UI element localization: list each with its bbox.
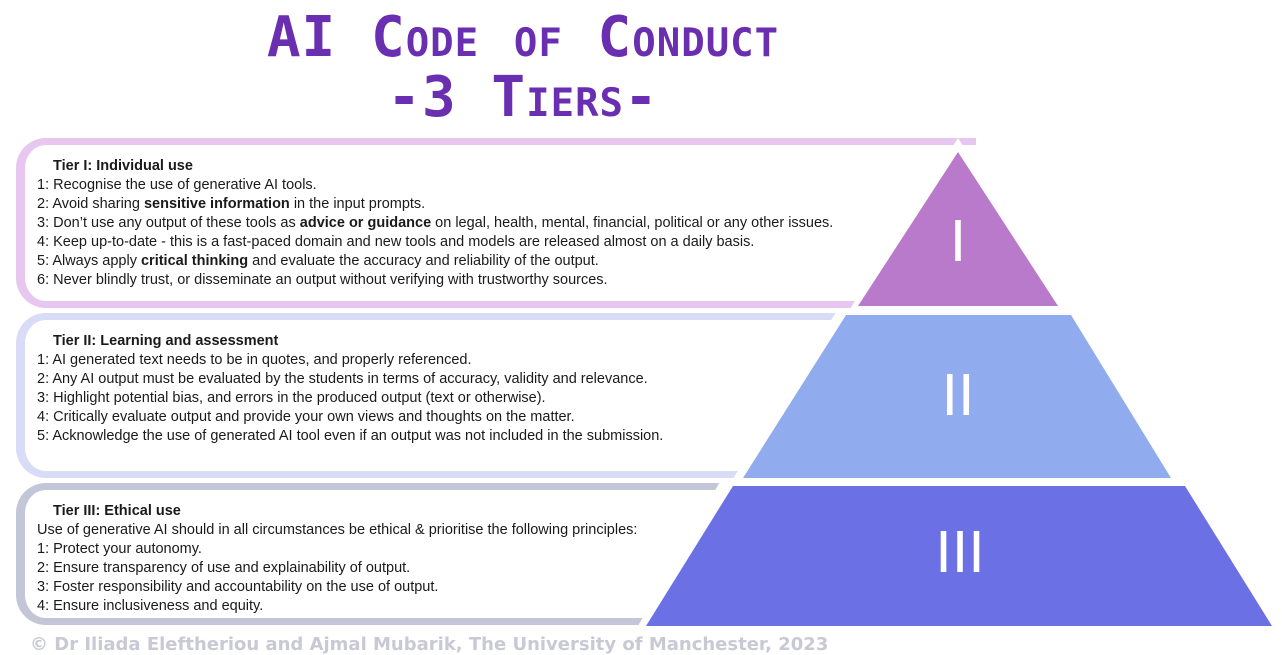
tier-3-numeral: III: [935, 521, 985, 586]
tier-1-item-6: 6: Never blindly trust, or disseminate a…: [37, 272, 608, 288]
tier-2-item-2: 2: Any AI output must be evaluated by th…: [37, 371, 648, 387]
tier-2-item-3: 3: Highlight potential bias, and errors …: [37, 390, 546, 406]
tier-2-panel: Tier II: Learning and assessment 1: AI g…: [16, 313, 976, 478]
tier-2-item-4: 4: Critically evaluate output and provid…: [37, 409, 575, 425]
tier-2-item-5: 5: Acknowledge the use of generated AI t…: [37, 428, 664, 444]
tier-1-numeral: I: [950, 210, 967, 275]
tier-3-item-3: 3: Foster responsibility and accountabil…: [37, 579, 439, 595]
tier-1-item-3: 3: Don’t use any output of these tools a…: [37, 215, 834, 231]
tier-2-heading: Tier II: Learning and assessment: [53, 333, 279, 349]
page-subtitle: -3 Tiers-: [387, 65, 659, 130]
tier-2-numeral: II: [941, 364, 974, 429]
tier-2-text: Tier II: Learning and assessment 1: AI g…: [37, 332, 663, 446]
page-title: AI Code of Conduct: [266, 5, 780, 70]
tier-3-item-4: 4: Ensure inclusiveness and equity.: [37, 598, 264, 614]
copyright-notice: © Dr Iliada Eleftheriou and Ajmal Mubari…: [30, 634, 829, 655]
tier-1-text: Tier I: Individual use 1: Recognise the …: [37, 157, 833, 290]
tier-2-item-1: 1: AI generated text needs to be in quot…: [37, 352, 472, 368]
tier-1-item-4: 4: Keep up-to-date - this is a fast-pace…: [37, 234, 755, 250]
tier-3-item-1: 1: Protect your autonomy.: [37, 541, 202, 557]
tier-3-heading: Tier III: Ethical use: [53, 503, 181, 519]
tier-1-item-1: 1: Recognise the use of generative AI to…: [37, 177, 317, 193]
tier-1-item-5: 5: Always apply critical thinking and ev…: [37, 253, 599, 269]
tier-3-item-2: 2: Ensure transparency of use and explai…: [37, 560, 411, 576]
pyramid-tier-2: [743, 315, 1171, 478]
tier-1-heading: Tier I: Individual use: [53, 158, 193, 174]
tier-1-item-2: 2: Avoid sharing sensitive information i…: [37, 196, 426, 212]
pyramid-tier-3: [646, 486, 1272, 626]
tier-1-panel: Tier I: Individual use 1: Recognise the …: [16, 138, 976, 308]
pyramid-tier-1: [858, 152, 1058, 306]
tier-3-text: Tier III: Ethical use Use of generative …: [37, 502, 637, 616]
tier-3-intro: Use of generative AI should in all circu…: [37, 522, 638, 538]
